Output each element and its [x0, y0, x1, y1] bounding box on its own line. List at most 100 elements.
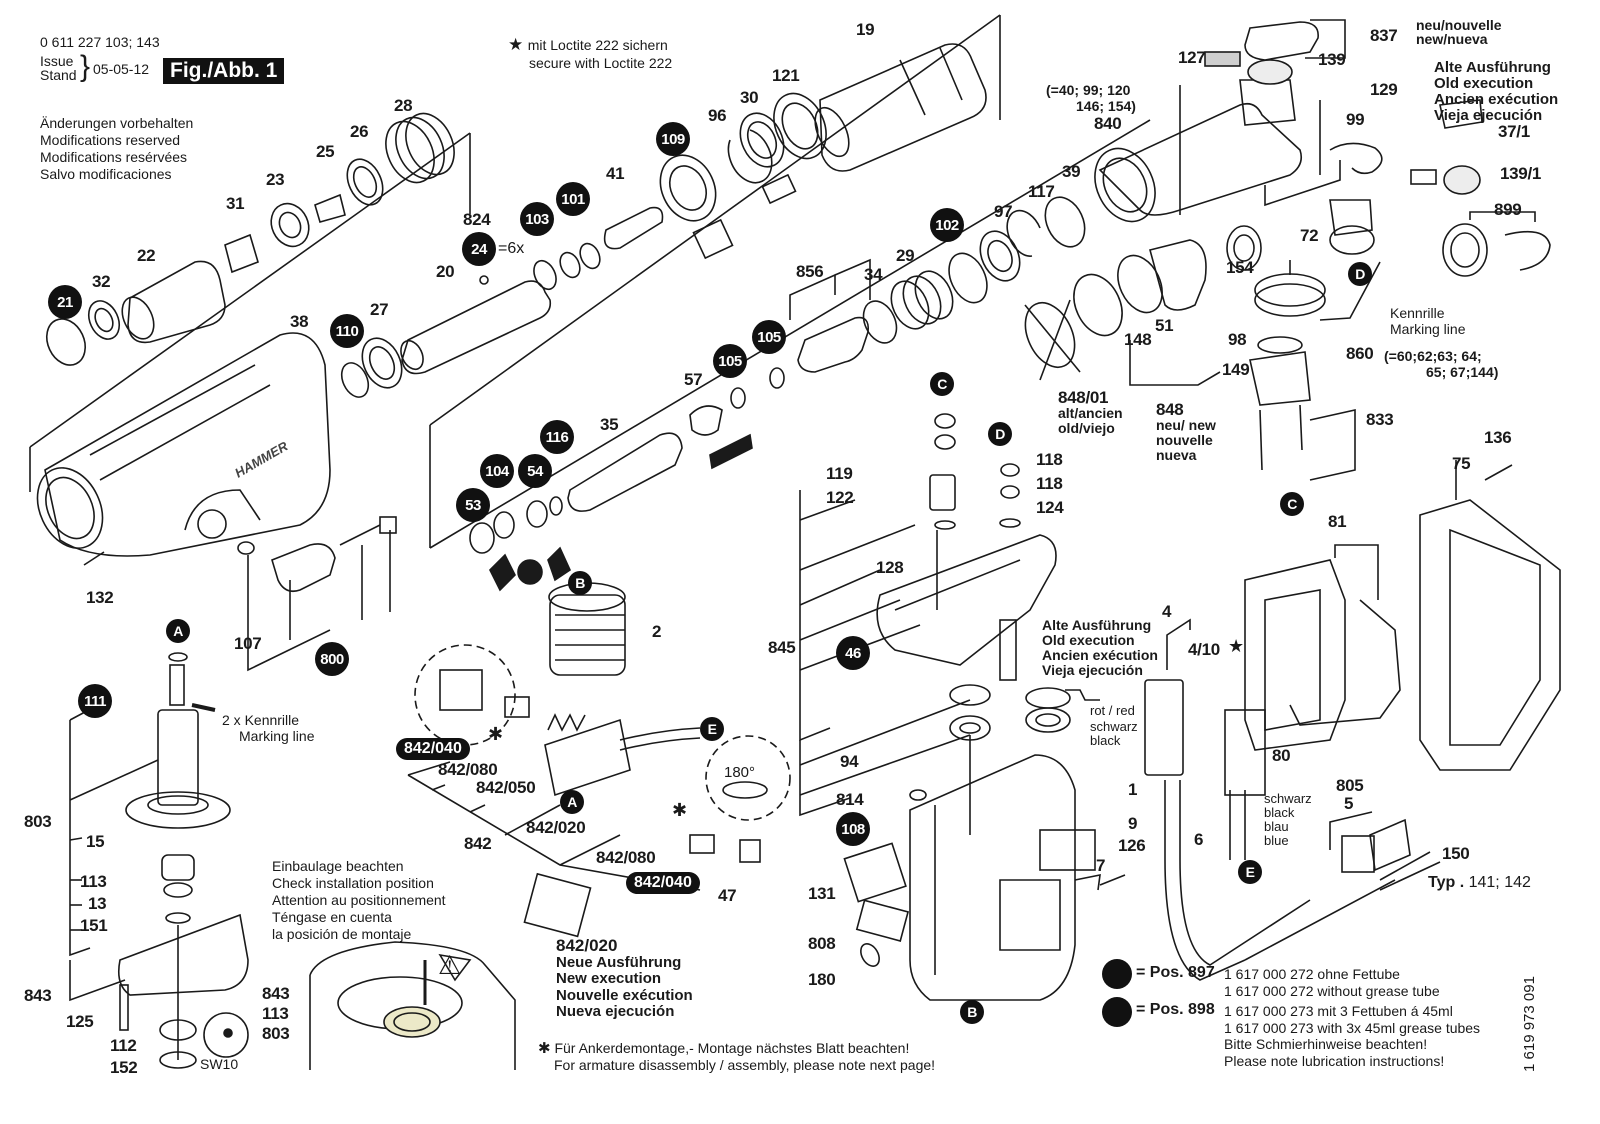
part-label: 99: [1346, 110, 1365, 129]
reference-marker-e: E: [700, 717, 724, 741]
gear-cover-drawing: [799, 413, 1057, 742]
quantity-label: =6x: [498, 240, 525, 257]
part-label: 814: [836, 790, 864, 809]
reference-marker-e: E: [1238, 860, 1262, 884]
star-icon: ★: [1228, 636, 1245, 656]
grease-part-badge: 105: [713, 344, 747, 378]
brace: }: [80, 50, 91, 83]
part-label: 124: [1036, 498, 1064, 517]
part-label: 30: [740, 88, 759, 107]
part-label: 39: [1062, 162, 1081, 181]
issue-date: 05-05-12: [93, 61, 150, 77]
grease-part-badge: 109: [656, 122, 690, 156]
grease-part-badge: 104: [480, 454, 514, 488]
part-label: 29: [896, 246, 915, 265]
part-label: 25: [316, 142, 335, 161]
part-label: 41: [606, 164, 625, 183]
tool-holder-drawing: [814, 43, 987, 172]
part-label: 35: [600, 415, 619, 434]
part-label: 57: [684, 370, 703, 389]
issue-stand-label: Issue Stand: [40, 54, 77, 82]
part-label: 150: [1442, 844, 1470, 863]
part-label: 856: [796, 262, 824, 281]
part-label: 136: [1484, 428, 1512, 447]
part-label: 842/050: [476, 778, 536, 797]
grease-part-badge: 102: [930, 208, 964, 242]
piston-tube-drawing: [400, 275, 552, 375]
part-label: 113: [262, 1004, 289, 1023]
part-label: 899: [1494, 200, 1522, 219]
part-label: 81: [1328, 512, 1347, 531]
part-label: 26: [350, 122, 369, 141]
marking-line-note: Kennrille Marking line: [1390, 305, 1466, 337]
bracket-800: [247, 530, 391, 672]
part-label: 126: [1118, 836, 1146, 855]
part-848-01-note: alt/ancien old/viejo: [1058, 405, 1123, 436]
part-label: 9: [1128, 814, 1138, 833]
part-label: 122: [826, 488, 854, 507]
part-label: 112: [110, 1036, 137, 1055]
part-label: 842/080: [596, 848, 656, 867]
part-label: 148: [1124, 330, 1152, 349]
figure-label: Fig./Abb. 1: [163, 58, 285, 84]
part-label: 119: [826, 464, 853, 483]
armature-note-icon: ✱: [672, 800, 688, 820]
marking-line-2x-note: 2 x Kennrille Marking line: [222, 712, 315, 744]
part-label: 27: [370, 300, 389, 319]
grease-pos-898: = Pos. 898: [1136, 1001, 1215, 1018]
part-label: 6: [1194, 830, 1204, 849]
stand-label: Stand: [40, 67, 77, 83]
part-label: 94: [840, 752, 859, 771]
part-label: 154: [1226, 258, 1254, 277]
part-label: 131: [808, 884, 836, 903]
part-label: 833: [1366, 410, 1394, 429]
grease-part-badge: 110: [330, 314, 364, 348]
part-label: 80: [1272, 746, 1291, 765]
document-number: 1 619 973 091: [1521, 976, 1538, 1072]
part-837-note: neu/nouvelle new/nueva: [1416, 17, 1502, 47]
grease-part-badge: 116: [540, 420, 574, 454]
part-label: 132: [86, 588, 114, 607]
part-label: 845: [768, 638, 796, 657]
part-label: 47: [718, 886, 737, 905]
reference-marker-d: D: [1348, 262, 1372, 286]
gearbox-housing-drawing: [1094, 19, 1551, 277]
part-label: 837: [1370, 26, 1398, 45]
selector-drawing: [83, 516, 397, 593]
part-label: 20: [436, 262, 455, 281]
part-848-note: neu/ new nouvelle nueva: [1156, 417, 1216, 463]
part-label: 107: [234, 634, 262, 653]
installation-note: Einbaulage beachten Check installation p…: [272, 858, 446, 942]
part-label: 22: [137, 246, 156, 265]
loctite-note: ★ mit Loctite 222 sichern secure with Lo…: [508, 35, 673, 71]
grease-part-badge: 111: [78, 684, 112, 718]
part-label: 34: [864, 265, 883, 284]
part-label: 97: [994, 202, 1013, 221]
grease-pos-897: = Pos. 897: [1136, 964, 1215, 981]
grease-part-badge: 108: [836, 812, 870, 846]
part-label: 4: [1162, 602, 1172, 621]
grease-part-badge: 21: [48, 285, 82, 319]
striker-drawing: [533, 206, 664, 291]
cylinder-parts-drawing: [469, 258, 871, 592]
part-label: 121: [772, 66, 800, 85]
part-label: 5: [1344, 794, 1354, 813]
grease-part-badge: 105: [752, 320, 786, 354]
part-pill-label: 842/040: [396, 738, 470, 760]
part-label: 151: [80, 916, 108, 935]
reference-marker-b: B: [960, 1000, 984, 1024]
reference-marker-b: B: [568, 571, 592, 595]
inset-installation-drawing: [309, 941, 516, 1070]
intermediate-flange-drawing: [799, 684, 1126, 1001]
part-label: 843: [262, 984, 290, 1003]
part-label: 848: [1156, 400, 1184, 419]
part-840-note: (=40; 99; 120 146; 154): [1046, 82, 1136, 114]
part-label: 127: [1178, 48, 1206, 67]
part-label: 808: [808, 934, 836, 953]
part-label: 7: [1096, 856, 1106, 875]
part-label: 51: [1155, 316, 1174, 335]
part-label: 842/020: [526, 818, 586, 837]
part-label: 118: [1036, 450, 1063, 469]
grease-part-badge: 24: [462, 232, 496, 266]
wrench-size-label: SW10: [200, 1056, 239, 1072]
